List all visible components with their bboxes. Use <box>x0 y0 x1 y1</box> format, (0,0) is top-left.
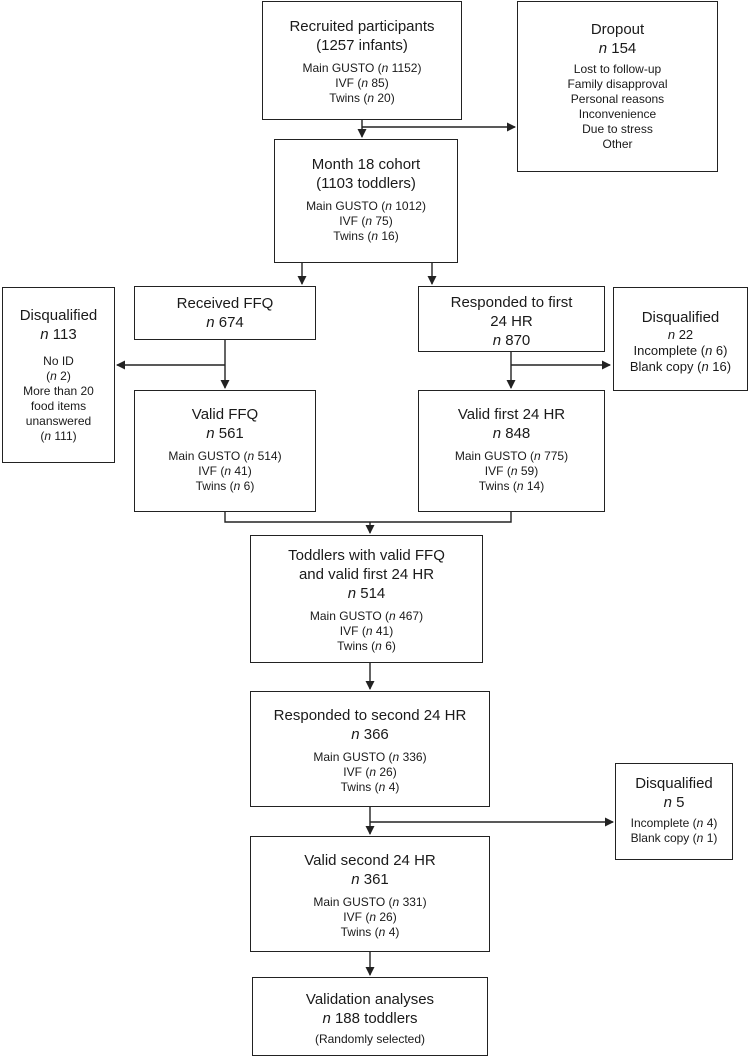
cohort-line: Twins (n 16) <box>333 229 399 243</box>
validation-title: Validation analyses <box>305 991 435 1008</box>
cohort-line: IVF (n 26) <box>343 765 397 779</box>
cohort-line: IVF (n 59) <box>484 464 539 478</box>
responded-first-title: Responded to first <box>450 294 573 311</box>
disqualified-reason: Blank copy (n 1) <box>630 831 718 845</box>
responded-first-count: n 870 <box>492 332 531 349</box>
validation-count: n 188 toddlers <box>322 1010 418 1027</box>
received-ffq-box: Received FFQ n 674 <box>134 286 316 340</box>
received-ffq-title: Received FFQ <box>176 295 274 312</box>
valid-first-title: Valid first 24 HR <box>457 406 566 423</box>
valid-second-box: Valid second 24 HR n 361 Main GUSTO (n 3… <box>250 836 490 952</box>
toddlers-valid-box: Toddlers with valid FFQ and valid first … <box>250 535 483 663</box>
disqualified-first-count: n 22 <box>667 327 694 342</box>
merge-line <box>224 512 512 523</box>
disqualified-second-title: Disqualified <box>635 775 713 792</box>
disqualified-reason: Incomplete (n 6) <box>633 343 728 358</box>
disqualified-second-box: Disqualified n 5 Incomplete (n 4) Blank … <box>615 763 733 860</box>
disqualified-reason: No ID <box>43 354 74 368</box>
toddlers-valid-title: Toddlers with valid FFQ <box>288 547 445 564</box>
valid-first-box: Valid first 24 HR n 848 Main GUSTO (n 77… <box>418 390 605 512</box>
disqualified-reason: unanswered <box>25 414 92 428</box>
received-ffq-count: n 674 <box>206 314 244 331</box>
valid-first-count: n 848 <box>492 425 531 442</box>
month18-subtitle: (1103 toddlers) <box>316 175 416 192</box>
dropout-box: Dropout n 154 Lost to follow-up Family d… <box>517 1 718 172</box>
disqualified-first-box: Disqualified n 22 Incomplete (n 6) Blank… <box>613 287 748 391</box>
cohort-line: Main GUSTO (n 336) <box>313 750 427 764</box>
month18-box: Month 18 cohort (1103 toddlers) Main GUS… <box>274 139 458 263</box>
cohort-line: IVF (n 41) <box>339 624 394 638</box>
cohort-line: IVF (n 75) <box>339 214 393 228</box>
disqualified-reason: More than 20 <box>23 384 94 398</box>
disqualified-ffq-title: Disqualified <box>19 307 98 324</box>
valid-second-count: n 361 <box>351 871 389 888</box>
validation-box: Validation analyses n 188 toddlers (Rand… <box>252 977 488 1056</box>
cohort-line: Main GUSTO (n 1012) <box>306 199 426 213</box>
toddlers-valid-subtitle: and valid first 24 HR <box>298 566 435 583</box>
disqualified-reason-count: (n 2) <box>46 369 71 383</box>
disqualified-reason: Incomplete (n 4) <box>630 816 718 830</box>
recruited-box: Recruited participants (1257 infants) Ma… <box>262 1 462 120</box>
disqualified-ffq-count: n 113 <box>40 326 77 343</box>
cohort-line: Twins (n 20) <box>329 91 395 105</box>
responded-second-box: Responded to second 24 HR n 366 Main GUS… <box>250 691 490 807</box>
disqualified-reason: Blank copy (n 16) <box>629 359 732 374</box>
valid-ffq-box: Valid FFQ n 561 Main GUSTO (n 514) IVF (… <box>134 390 316 512</box>
month18-title: Month 18 cohort <box>311 156 421 173</box>
cohort-line: IVF (n 85) <box>335 76 389 90</box>
dropout-count: n 154 <box>598 40 637 57</box>
cohort-line: Main GUSTO (n 775) <box>454 449 569 463</box>
dropout-reason: Other <box>602 137 633 151</box>
recruited-title: Recruited participants <box>289 18 435 35</box>
dropout-reason: Personal reasons <box>570 92 665 106</box>
disqualified-reason: food items <box>30 399 87 413</box>
responded-first-box: Responded to first 24 HR n 870 <box>418 286 605 352</box>
cohort-line: Twins (n 6) <box>337 639 396 653</box>
dropout-reason: Due to stress <box>582 122 653 136</box>
cohort-line: Twins (n 14) <box>478 479 545 493</box>
toddlers-valid-count: n 514 <box>347 585 386 602</box>
disqualified-reason-count: (n 111) <box>40 429 77 443</box>
responded-second-count: n 366 <box>351 726 389 743</box>
cohort-line: Main GUSTO (n 467) <box>309 609 424 623</box>
recruited-subtitle: (1257 infants) <box>316 37 408 54</box>
valid-ffq-count: n 561 <box>206 425 244 442</box>
cohort-line: Twins (n 6) <box>195 479 255 493</box>
dropout-reason: Family disapproval <box>567 77 668 91</box>
valid-ffq-title: Valid FFQ <box>191 406 259 423</box>
cohort-line: IVF (n 26) <box>343 910 397 924</box>
cohort-line: Twins (n 4) <box>340 780 400 794</box>
validation-note: (Randomly selected) <box>314 1032 426 1046</box>
disqualified-ffq-box: Disqualified n 113 No ID (n 2) More than… <box>2 287 115 463</box>
valid-second-title: Valid second 24 HR <box>304 852 436 869</box>
dropout-title: Dropout <box>590 21 645 38</box>
cohort-line: IVF (n 41) <box>198 464 252 478</box>
cohort-line: Main GUSTO (n 1152) <box>302 61 422 75</box>
responded-first-subtitle: 24 HR <box>490 313 533 330</box>
disqualified-second-count: n 5 <box>663 794 685 811</box>
cohort-line: Main GUSTO (n 514) <box>168 449 282 463</box>
cohort-line: Main GUSTO (n 331) <box>313 895 427 909</box>
cohort-line: Twins (n 4) <box>340 925 400 939</box>
responded-second-title: Responded to second 24 HR <box>273 707 467 724</box>
dropout-reason: Inconvenience <box>578 107 657 121</box>
dropout-reason: Lost to follow-up <box>573 62 662 76</box>
disqualified-first-title: Disqualified <box>641 309 720 326</box>
